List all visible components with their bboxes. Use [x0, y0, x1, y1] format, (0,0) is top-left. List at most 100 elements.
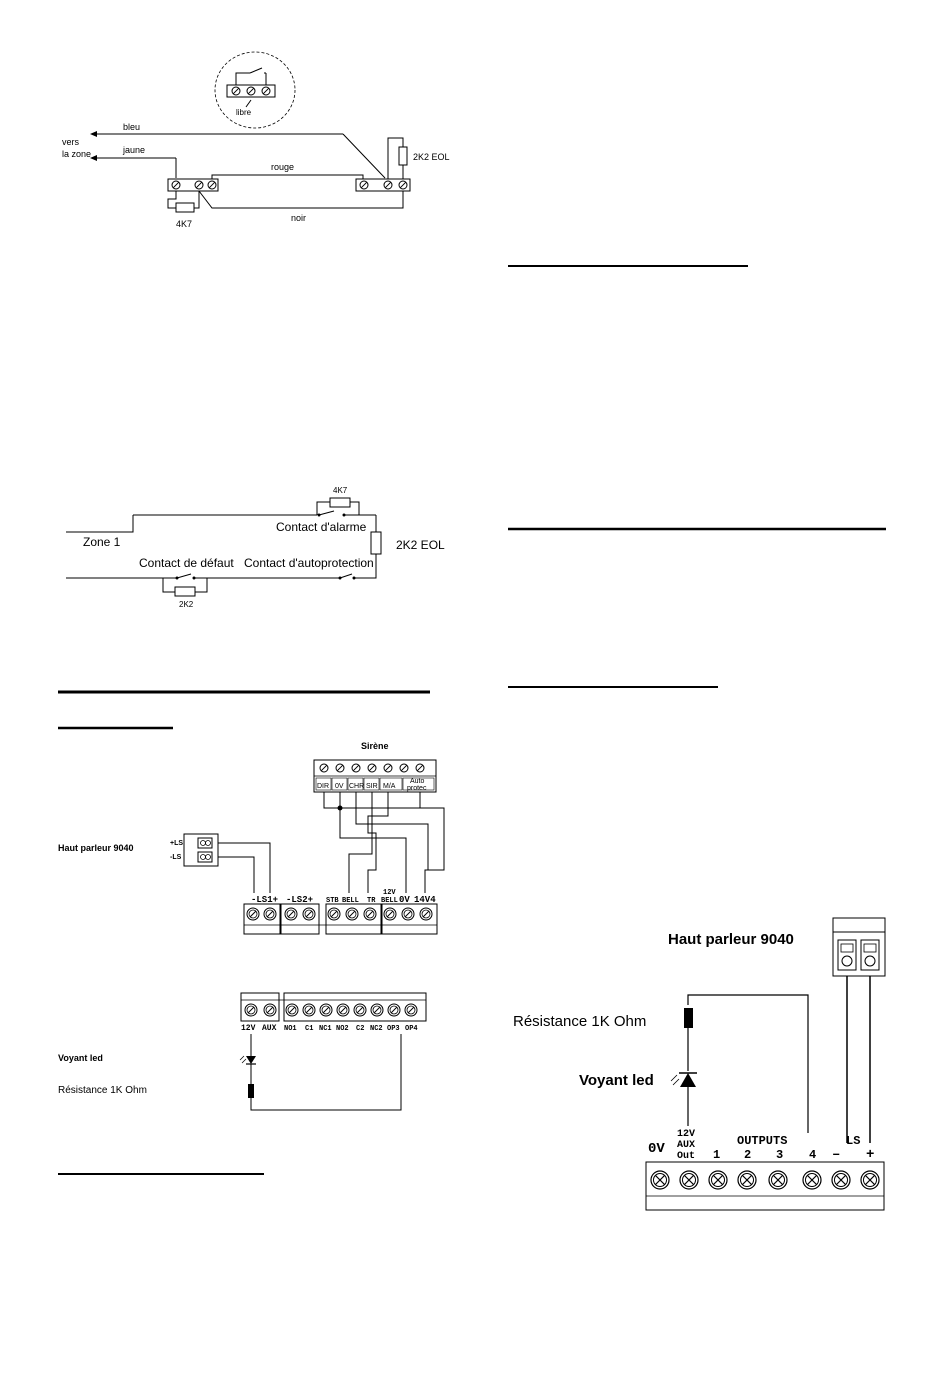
- siren-wire-ma: [367, 792, 389, 893]
- siren-term-0v: 0V: [335, 783, 344, 790]
- r4k7-label: 4K7: [176, 219, 192, 229]
- siren-speaker-diagram: Sirène DIR 0V CHR SIR M/A Auto protec Ha…: [58, 741, 445, 935]
- r4k7-wire: [167, 191, 177, 209]
- libre-terminal-block: [226, 84, 276, 98]
- siren-wire-sir: [348, 792, 373, 893]
- sirene-label: Sirène: [361, 741, 389, 751]
- term-c2: C2: [356, 1025, 364, 1033]
- ls-plus-label: +LS: [170, 840, 183, 847]
- v12-label: 12V: [677, 1129, 695, 1140]
- voyant-label-2: Voyant led: [579, 1072, 654, 1089]
- siren-term-protec: protec: [407, 785, 427, 792]
- ov-label: 0V: [399, 895, 410, 905]
- jaune-label: jaune: [122, 145, 145, 155]
- aux-label: AUX: [677, 1140, 695, 1151]
- output-num-3: 3: [776, 1148, 783, 1162]
- tr-label: TR: [367, 897, 376, 905]
- bleu-label: bleu: [123, 122, 140, 132]
- speaker-wire-minus: [218, 856, 255, 893]
- resistor-2k2: [174, 586, 196, 597]
- voyant-label: Voyant led: [58, 1053, 103, 1063]
- term-aux: AUX: [262, 1024, 277, 1033]
- ls-minus-2: –: [832, 1147, 840, 1163]
- siren-screws: [319, 763, 425, 773]
- section-rules: [58, 265, 886, 1175]
- eol-wire-top: [387, 137, 404, 179]
- stb-label: STB: [326, 897, 339, 905]
- resistor-4k7: [175, 202, 195, 213]
- zone1-top-line: [66, 515, 134, 533]
- eol-label: 2K2 EOL: [413, 152, 450, 162]
- resistance-label: Résistance 1K Ohm: [58, 1085, 147, 1096]
- out-label: Out: [677, 1151, 695, 1162]
- term-c1: C1: [305, 1025, 313, 1033]
- la-zone-label: la zone: [62, 149, 91, 159]
- noir-wire: [198, 190, 404, 209]
- r4k7-label-2: 4K7: [333, 486, 348, 495]
- output-num-4: 4: [809, 1148, 816, 1162]
- ls-minus-label: -LS: [170, 854, 182, 861]
- bleu-wire: [342, 133, 386, 179]
- resistor-1k: [248, 1084, 254, 1098]
- speaker-box: [832, 917, 886, 977]
- siren-term-ma: M/A: [383, 783, 396, 790]
- led-symbol-2: [680, 1073, 696, 1087]
- outputs-label: OUTPUTS: [737, 1134, 787, 1148]
- autoprotection-contact-switch: [339, 573, 353, 579]
- vers-label: vers: [62, 137, 80, 147]
- outputs-led-diagram: 12V AUX NO1 C1 NC1 NO2 C2 NC2 OP3 OP4 Vo…: [58, 992, 427, 1111]
- contact-autoprotection-label: Contact d'autoprotection: [244, 556, 374, 570]
- zone1-label: Zone 1: [83, 535, 121, 549]
- panel-terminal-strip: [243, 903, 438, 935]
- zone-contacts-diagram: 4K7 Contact d'alarme Zone 1 2K2 EOL Cont…: [66, 486, 445, 609]
- output-terminal-labels: 12V AUX NO1 C1 NC1 NO2 C2 NC2 OP3 OP4: [241, 1024, 418, 1033]
- defaut-contact-switch: [176, 573, 192, 579]
- term-nc2: NC2: [370, 1025, 383, 1033]
- siren-term-sir: SIR: [366, 783, 378, 790]
- r2k2-label: 2K2: [179, 600, 194, 609]
- term-no1: NO1: [284, 1025, 297, 1033]
- term-no2: NO2: [336, 1025, 349, 1033]
- resistor-2k2-eol-2: [370, 531, 382, 555]
- ls1-label: -LS1+: [251, 895, 278, 905]
- rouge-label: rouge: [271, 162, 294, 172]
- output-num-1: 1: [713, 1148, 720, 1162]
- libre-switch: [235, 72, 250, 85]
- output4-wire: [687, 994, 809, 1133]
- outputs-terminal-block: [283, 992, 427, 1022]
- siren-wire-dir: [323, 792, 445, 893]
- aux-terminal-block: [240, 992, 280, 1022]
- contact-defaut-label: Contact de défaut: [139, 556, 234, 570]
- zone-wiring-diagram: libre bleu vers la zone jaune rouge 2K2 …: [62, 51, 450, 229]
- eol-label-2: 2K2 EOL: [396, 538, 445, 552]
- ov-label-2: 0V: [648, 1141, 665, 1157]
- ls-label: LS: [846, 1134, 860, 1148]
- libre-detail-circle: [214, 51, 296, 129]
- siren-term-dir: DIR: [317, 783, 329, 790]
- term-12v: 12V: [241, 1024, 256, 1033]
- output-num-2: 2: [744, 1148, 751, 1162]
- resistor-1k-2: [684, 1008, 693, 1028]
- contact-alarme-label: Contact d'alarme: [276, 520, 367, 534]
- bell-label: BELL: [342, 897, 359, 905]
- resistor-2k2-eol: [398, 146, 408, 166]
- resistor-4k7-2: [329, 497, 351, 508]
- led-wire-bottom: [250, 1034, 402, 1111]
- ls2-label: -LS2+: [286, 895, 313, 905]
- speaker-wire-plus: [218, 842, 271, 893]
- term-op3: OP3: [387, 1025, 400, 1033]
- haut-parleur-label: Haut parleur 9040: [58, 843, 134, 853]
- alarm-contact-switch: [318, 510, 335, 516]
- v14-label: 14V4: [414, 895, 436, 905]
- speaker-connector: [183, 833, 219, 867]
- panel-terminal-labels: -LS1+ -LS2+ STB BELL TR 12V BELL 0V 14V4: [251, 889, 436, 905]
- siren-term-chr: CHR: [349, 783, 364, 790]
- siren-wire-chr: [355, 792, 429, 870]
- resistance-label-2: Résistance 1K Ohm: [513, 1013, 646, 1030]
- ls-plus-2: +: [866, 1147, 874, 1163]
- rouge-wire: [211, 174, 364, 179]
- term-nc1: NC1: [319, 1025, 332, 1033]
- large-terminal-strip: [645, 1161, 885, 1211]
- siren-wire-0v: [339, 792, 407, 893]
